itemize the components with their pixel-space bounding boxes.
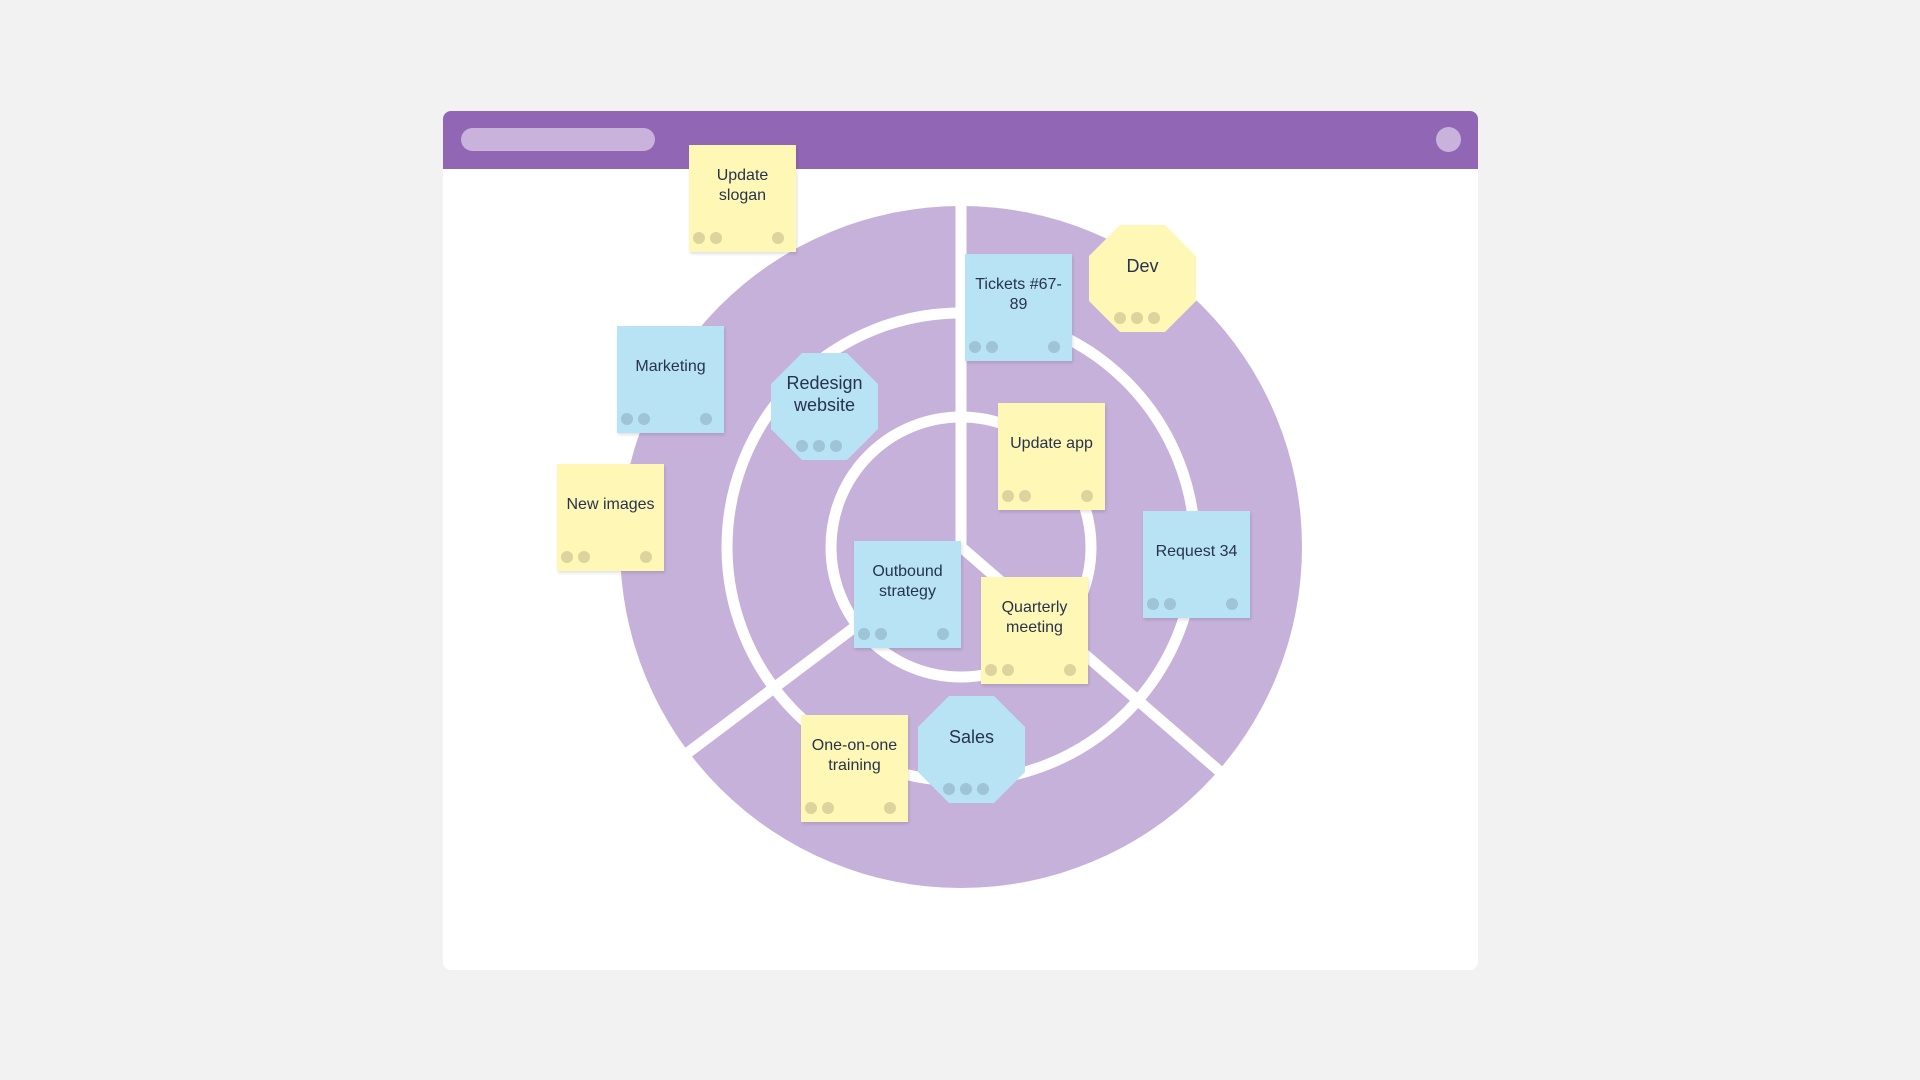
note-indicator-dot <box>1048 341 1060 353</box>
note-indicator-dot <box>960 783 972 795</box>
note-indicator-dot <box>875 628 887 640</box>
note-indicator-dot <box>621 413 633 425</box>
window-control-icon[interactable] <box>1436 127 1461 152</box>
note-indicator-dot <box>693 232 705 244</box>
sticky-note-label: One-on-one training <box>811 736 898 774</box>
note-indicator-dot <box>985 664 997 676</box>
sticky-note[interactable]: Update slogan <box>689 145 796 252</box>
note-indicator-dot <box>638 413 650 425</box>
note-indicator-dot <box>1147 598 1159 610</box>
hub-sticky-note[interactable]: Sales <box>918 696 1025 803</box>
note-indicator-dot <box>700 413 712 425</box>
note-indicator-dot <box>969 341 981 353</box>
note-indicator-dot <box>830 440 842 452</box>
sticky-note[interactable]: One-on-one training <box>801 715 908 822</box>
window-titlebar <box>443 111 1478 169</box>
note-indicator-dot <box>805 802 817 814</box>
note-indicator-dot <box>578 551 590 563</box>
note-indicator-dot <box>977 783 989 795</box>
sticky-note[interactable]: Quarterly meeting <box>981 577 1088 684</box>
sticky-note-label: Outbound strategy <box>872 562 943 600</box>
note-indicator-dot <box>822 802 834 814</box>
note-indicator-dot <box>1164 598 1176 610</box>
sticky-note[interactable]: Marketing <box>617 326 724 433</box>
note-indicator-dot <box>561 551 573 563</box>
note-indicator-dot <box>640 551 652 563</box>
sticky-note-label: Sales <box>948 726 995 747</box>
note-indicator-dot <box>1148 312 1160 324</box>
note-indicator-dot <box>1002 664 1014 676</box>
hub-sticky-note[interactable]: Redesign website <box>771 353 878 460</box>
note-indicator-dot <box>772 232 784 244</box>
hub-sticky-note[interactable]: Dev <box>1089 225 1196 332</box>
sticky-note[interactable]: Request 34 <box>1143 511 1250 618</box>
sticky-note-label: Redesign website <box>786 372 863 415</box>
note-indicator-dot <box>943 783 955 795</box>
note-indicator-dot <box>937 628 949 640</box>
note-indicator-dot <box>1114 312 1126 324</box>
note-indicator-dot <box>813 440 825 452</box>
sticky-note[interactable]: Update app <box>998 403 1105 510</box>
sticky-note-label: Marketing <box>635 357 706 375</box>
note-indicator-dot <box>858 628 870 640</box>
sticky-note-label: Update slogan <box>716 166 769 204</box>
note-indicator-dot <box>1002 490 1014 502</box>
note-indicator-dot <box>1131 312 1143 324</box>
note-indicator-dot <box>710 232 722 244</box>
sticky-note[interactable]: New images <box>557 464 664 571</box>
note-indicator-dot <box>986 341 998 353</box>
sticky-note-label: Dev <box>1126 255 1159 276</box>
sticky-note[interactable]: Tickets #67-89 <box>965 254 1072 361</box>
sticky-note-label: Request 34 <box>1155 542 1238 560</box>
sticky-note-label: Update app <box>1010 434 1093 452</box>
note-indicator-dot <box>884 802 896 814</box>
note-indicator-dot <box>1019 490 1031 502</box>
sticky-note-label: New images <box>566 495 655 513</box>
sticky-note-label: Quarterly meeting <box>1001 598 1068 636</box>
note-indicator-dot <box>1064 664 1076 676</box>
note-indicator-dot <box>1081 490 1093 502</box>
sticky-note-label: Tickets #67-89 <box>975 275 1062 313</box>
title-placeholder <box>461 128 655 151</box>
note-indicator-dot <box>796 440 808 452</box>
sticky-note[interactable]: Outbound strategy <box>854 541 961 648</box>
note-indicator-dot <box>1226 598 1238 610</box>
